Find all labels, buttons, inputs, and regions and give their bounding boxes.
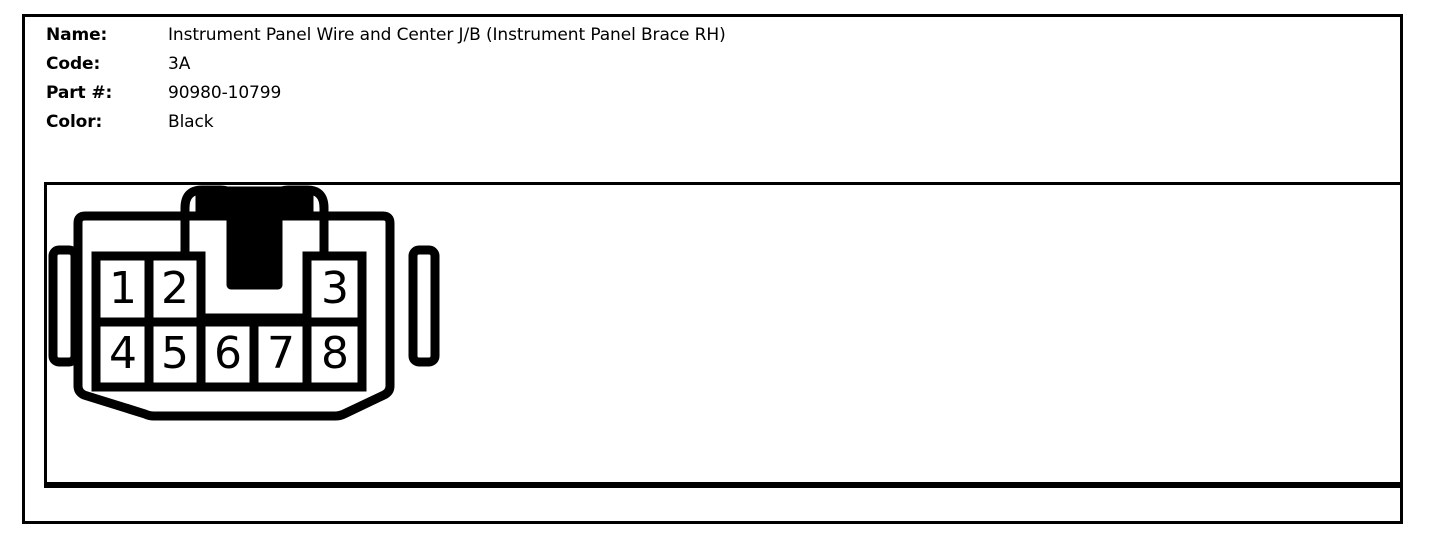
- pin-number-1: 1: [109, 263, 137, 314]
- specification-table: Name: Instrument Panel Wire and Center J…: [46, 25, 1366, 141]
- color-label: Color:: [46, 112, 103, 132]
- pin-number-6: 6: [214, 328, 242, 379]
- code-value: 3A: [168, 54, 191, 74]
- pin-number-3: 3: [321, 263, 349, 314]
- code-label: Code:: [46, 54, 101, 74]
- spec-row-color: Color: Black: [46, 112, 1366, 141]
- pin-number-5: 5: [161, 328, 189, 379]
- pin-number-2: 2: [161, 263, 189, 314]
- left-retention-tab: [48, 245, 80, 367]
- spec-row-code: Code: 3A: [46, 54, 1366, 83]
- connector-diagram: 1 2 3 4 5 6 7 8: [48, 185, 440, 421]
- footer-strip: [44, 485, 1400, 521]
- spec-row-name: Name: Instrument Panel Wire and Center J…: [46, 25, 1366, 54]
- name-label: Name:: [46, 25, 108, 45]
- color-value: Black: [168, 112, 214, 132]
- spec-row-part-number: Part #: 90980-10799: [46, 83, 1366, 112]
- right-retention-tab: [408, 245, 440, 367]
- part-number-value: 90980-10799: [168, 83, 282, 103]
- pin-number-7: 7: [267, 328, 295, 379]
- pin-number-4: 4: [109, 328, 137, 379]
- pin-number-8: 8: [321, 328, 349, 379]
- part-number-label: Part #:: [46, 83, 113, 103]
- name-value: Instrument Panel Wire and Center J/B (In…: [168, 25, 726, 45]
- latch-center-bar: [195, 186, 314, 290]
